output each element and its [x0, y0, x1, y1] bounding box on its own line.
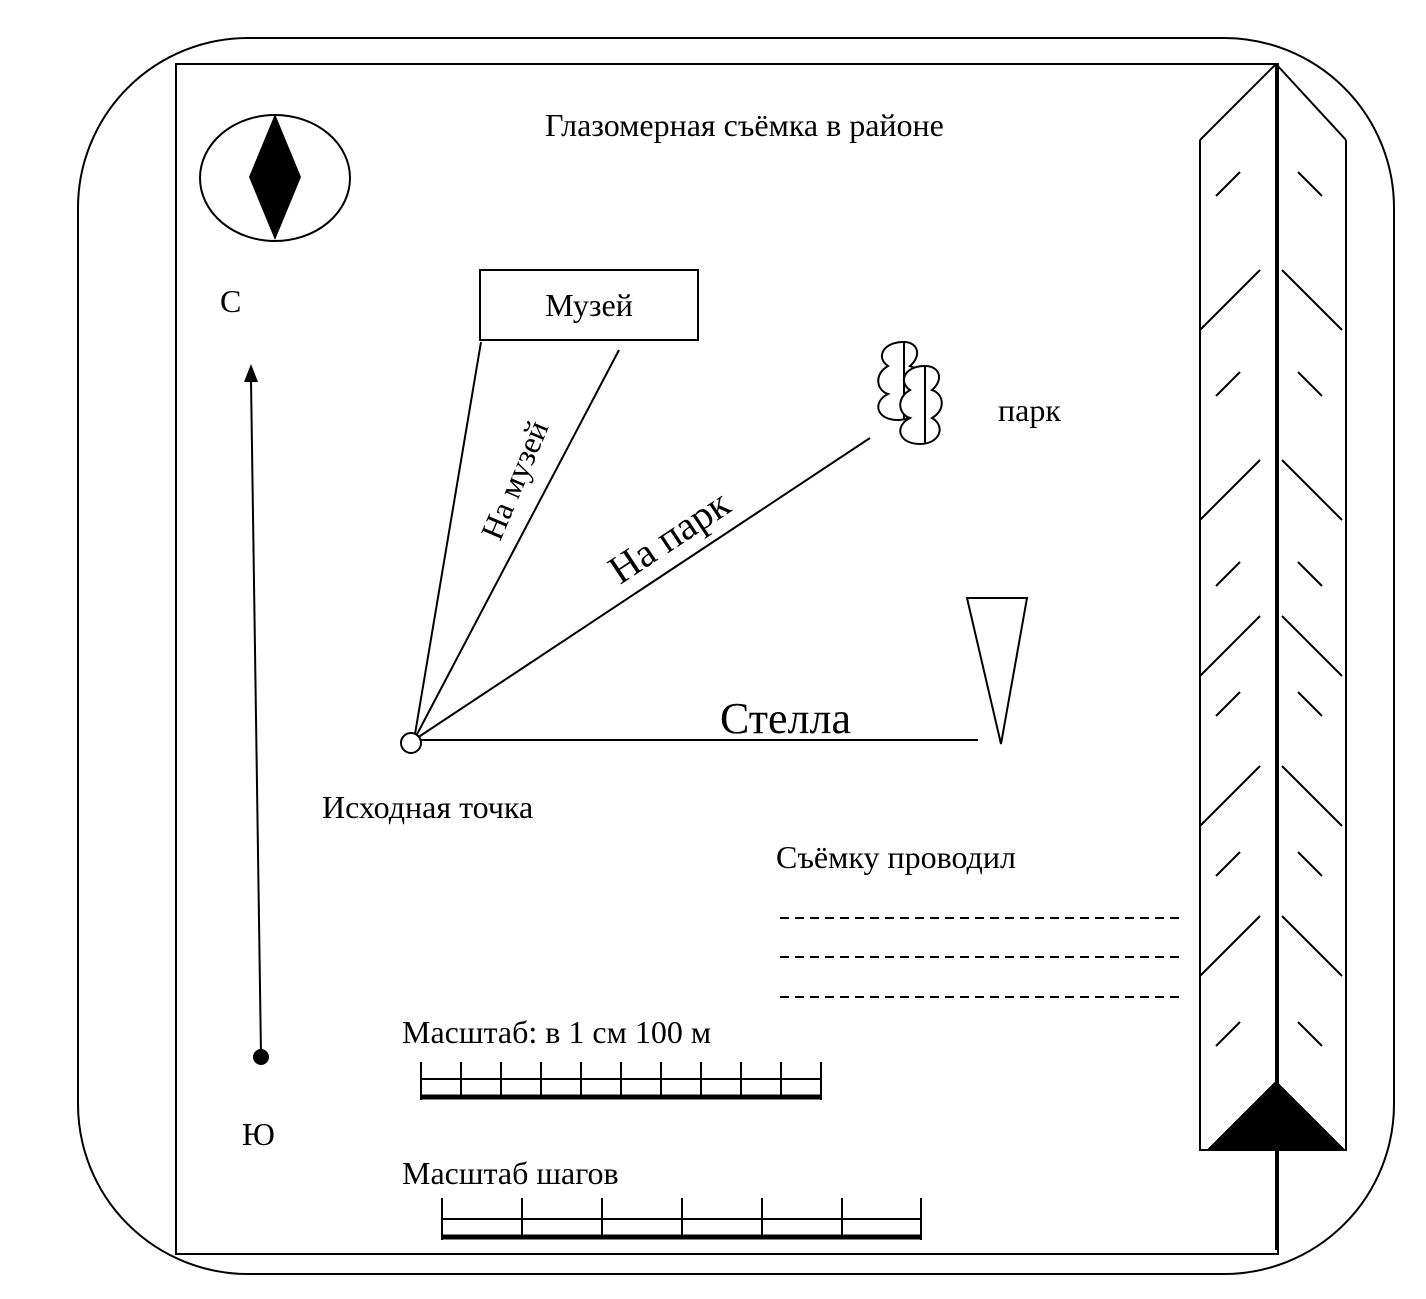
museum-label: Музей — [545, 287, 633, 323]
south-label: Ю — [242, 1116, 275, 1152]
museum-box — [479, 269, 699, 341]
road-icon — [1199, 63, 1347, 1250]
north-label: С — [220, 283, 241, 319]
inner-map-frame — [175, 63, 1279, 1255]
map-title: Глазомерная съёмка в районе — [545, 107, 944, 143]
stela-ray-label: Стелла — [720, 694, 851, 743]
park-label: парк — [998, 392, 1061, 428]
north-arrow-icon — [244, 364, 269, 1065]
origin-label: Исходная точка — [322, 789, 533, 825]
step-scale-bar — [441, 1198, 922, 1240]
museum-ray-right — [413, 349, 620, 741]
park-tree-icon — [877, 340, 943, 446]
origin-point-icon — [400, 732, 422, 754]
park-ray — [413, 437, 871, 741]
stela-icon — [965, 597, 1029, 745]
park-ray-label: На парк — [600, 480, 738, 592]
museum-ray-left — [413, 341, 482, 741]
outer-rounded-frame — [77, 37, 1395, 1275]
metric-scale-label: Масштаб: в 1 см 100 м — [402, 1014, 711, 1050]
surveyor-label: Съёмку проводил — [776, 839, 1016, 875]
signature-lines — [780, 917, 1184, 998]
museum-ray-label: На музей — [473, 415, 555, 545]
metric-scale-bar — [420, 1062, 822, 1100]
compass-icon — [199, 114, 351, 242]
step-scale-label: Масштаб шагов — [402, 1155, 619, 1191]
road-hatch-marks — [1199, 171, 1343, 1047]
road-triangle-icon — [1205, 1080, 1347, 1151]
